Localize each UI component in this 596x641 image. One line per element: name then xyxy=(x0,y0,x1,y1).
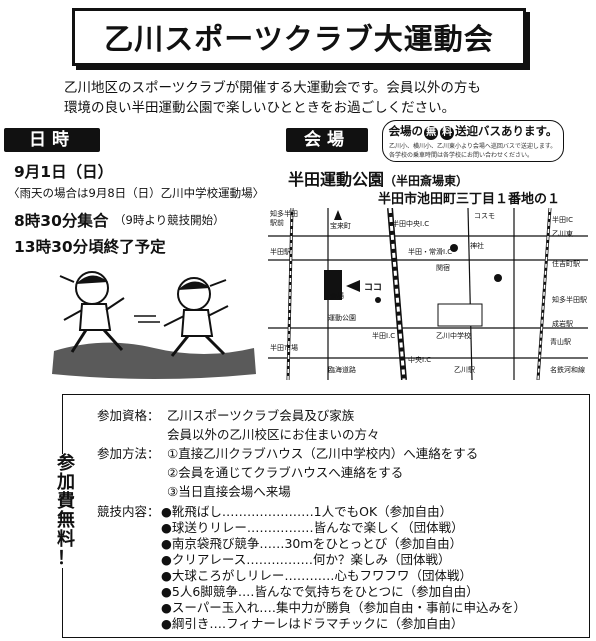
rain-note: 〈雨天の場合は9月8日（日）乙川中学校運動場〉 xyxy=(8,186,265,200)
info-box: 参加資格： 乙川スポーツクラブ会員及び家族 会員以外の乙川校区にお住まいの方々 … xyxy=(62,394,590,638)
map-label-school: 乙川中学校 xyxy=(436,332,471,340)
map-label-okawa: 乙川駅 xyxy=(454,366,475,374)
datetime-tag: 日時 xyxy=(4,128,100,152)
map-label-station1: 知多半田 xyxy=(270,210,298,218)
map-label-right4: 知多半田駅 xyxy=(552,296,587,304)
event-item: ●球送りリレー‥‥‥‥‥‥‥‥皆んなで楽しく（団体戦） xyxy=(161,520,464,535)
map-label-ic1: 半田中央I.C xyxy=(392,220,430,228)
map-label-ic2b: 中央I.C xyxy=(408,356,432,364)
side-title-char: ！ xyxy=(57,548,75,569)
bus-note-2: 各学校の乗車時間は各学校にお問い合わせください。 xyxy=(389,152,534,159)
map-north: N xyxy=(334,208,339,209)
map-label-station1b: 駅前 xyxy=(270,219,284,227)
map-label-right3: 住吉町駅 xyxy=(552,260,580,268)
free-entry-vertical-title: 参加費無料！ xyxy=(52,454,80,568)
side-title-char: 参 xyxy=(57,453,75,474)
qualification-line-2: 会員以外の乙川校区にお住まいの方々 xyxy=(167,427,380,442)
map-label-jinja: 神社 xyxy=(470,242,484,250)
event-item: ●綱引き‥‥フィナーレはドラマチックに（参加自由） xyxy=(161,616,464,631)
map-label-sekiyado: 関宿 xyxy=(436,264,450,272)
event-item: ●クリアレース‥‥‥‥‥‥‥‥何か？楽しみ（団体戦） xyxy=(161,552,451,567)
venue-map: N xyxy=(268,208,588,380)
venue-tag: 会場 xyxy=(286,128,368,152)
bus-note-1: 乙川小、横川小、乙川東小より会場へ巡回バスで送迎します。 xyxy=(389,143,557,150)
free-circle-1: 無 xyxy=(424,126,439,140)
intro-line-1: 乙川地区のスポーツクラブが開催する大運動会です。会員以外の方も xyxy=(64,80,481,96)
event-item: ●5人6脚競争‥‥皆んなで気持ちをひとつに（参加自由） xyxy=(161,584,479,599)
bus-title: 会場の無料送迎バスあります。 xyxy=(388,124,558,140)
qualification-line-1: 乙川スポーツクラブ会員及び家族 xyxy=(167,408,355,423)
title-banner: 乙川スポーツクラブ大運動会 xyxy=(72,8,526,66)
method-2: ②会員を通じてクラブハウスへ連絡をする xyxy=(167,465,404,480)
event-item: ●南京袋飛び競争‥‥‥30ｍをひとっとび（参加自由） xyxy=(161,536,463,551)
event-item: ●スーパー玉入れ‥‥集中力が勝負（参加自由・事前に申込みを） xyxy=(161,600,526,615)
map-label-park: 運動公園 xyxy=(328,314,356,322)
events-label: 競技内容： xyxy=(97,504,160,519)
event-item: ●靴飛ばし‥‥‥‥‥‥‥‥‥‥‥1人でもOK（参加自由） xyxy=(161,504,453,519)
venue-address: 半田市池田町三丁目１番地の１ xyxy=(378,192,561,207)
side-title-char: 加 xyxy=(57,472,75,493)
map-label-right1: 半田IC xyxy=(552,216,573,224)
map-label-handa-ichiba: 半田市場 xyxy=(270,344,298,352)
map-label-handa-sta: 半田駅 xyxy=(270,248,291,256)
map-labels: 知多半田 駅前 半田中央I.C 宝来町 半田駅 半田・常滑I.C 関宿 コスモ … xyxy=(268,208,588,380)
side-title-char: 無 xyxy=(57,510,75,531)
assembly-time: 8時30分集合 xyxy=(14,212,109,230)
method-3: ③当日直接会場へ来場 xyxy=(167,484,291,499)
map-label-saijo: 斎場 xyxy=(330,292,344,300)
free-bus-bubble: 会場の無料送迎バスあります。 乙川小、横川小、乙川東小より会場へ巡回バスで送迎し… xyxy=(382,120,564,162)
qualification-label: 参加資格： xyxy=(97,408,160,423)
side-title-char: 費 xyxy=(57,491,75,512)
map-label-handa-ic: 半田I.C xyxy=(372,332,396,340)
map-label-right7: 名鉄河和線 xyxy=(550,366,585,374)
map-label-koko: ココ xyxy=(364,283,383,293)
map-label-cosmo: コスモ xyxy=(474,212,495,220)
map-label-takaragi: 宝来町 xyxy=(330,222,351,230)
assembly-note: （9時より競技開始） xyxy=(114,213,225,227)
runners-illustration xyxy=(52,271,256,379)
map-label-right2: 乙川東 xyxy=(552,230,573,238)
map-label-right6: 青山駅 xyxy=(550,338,571,346)
event-item: ●大球ころがしリレー‥‥‥‥‥‥心もフワフワ（団体戦） xyxy=(161,568,472,583)
intro-line-2: 環境の良い半田運動公園で楽しいひとときをお過ごしください。 xyxy=(64,100,456,116)
venue-name: 半田運動公園（半田斎場東） xyxy=(288,170,469,189)
end-time: 13時30分頃終了予定 xyxy=(14,238,166,256)
map-label-ic2: 半田・常滑I.C xyxy=(408,248,453,256)
method-1: ①直接乙川クラブハウス（乙川中学校内）へ連絡をする xyxy=(167,446,479,461)
page-title: 乙川スポーツクラブ大運動会 xyxy=(104,22,494,56)
method-label: 参加方法： xyxy=(97,446,160,461)
map-label-rinkai: 臨海道路 xyxy=(328,366,356,374)
map-label-right5: 成岩駅 xyxy=(552,320,573,328)
event-date: 9月1日（日） xyxy=(14,163,114,181)
side-title-char: 料 xyxy=(57,529,75,550)
free-circle-2: 料 xyxy=(440,126,455,140)
